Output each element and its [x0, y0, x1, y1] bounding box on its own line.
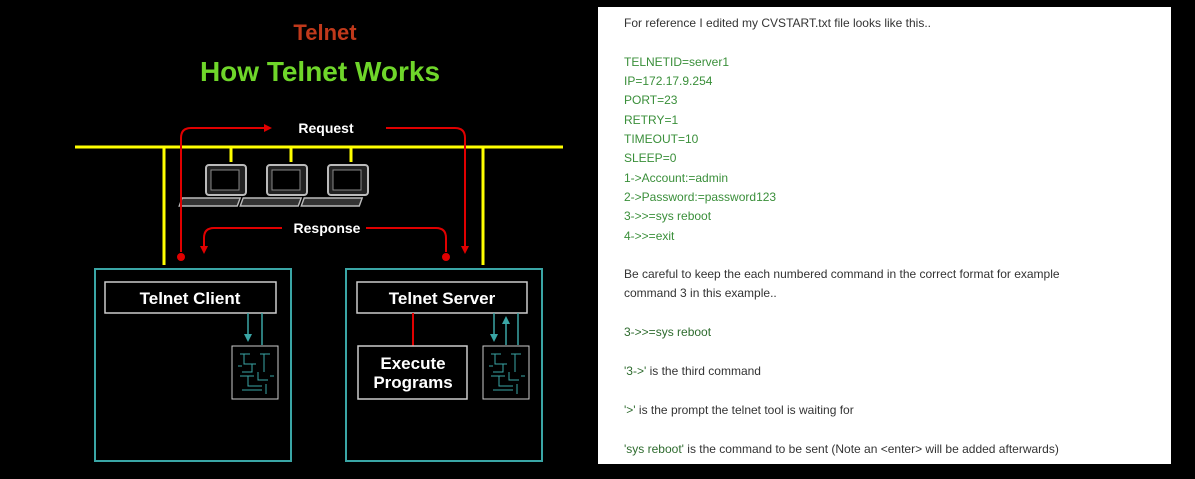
note-command-sent: 'sys reboot' is the command to be sent (…	[624, 442, 1059, 456]
response-arrow	[200, 227, 447, 254]
diagram-title: How Telnet Works	[200, 56, 440, 87]
network-bus	[75, 145, 563, 265]
config-line: TELNETID=server1	[624, 55, 730, 69]
intro-text: For reference I edited my CVSTART.txt fi…	[624, 16, 931, 30]
request-arrow	[180, 124, 469, 254]
config-line: 1->Account:=admin	[624, 171, 729, 185]
computer-terminal-icon	[300, 164, 369, 207]
note-prompt: '>' is the prompt the telnet tool is wai…	[624, 403, 854, 417]
config-line: RETRY=1	[624, 113, 679, 127]
execute-programs-box	[357, 345, 468, 400]
note-text: is the third command	[646, 364, 761, 378]
network-tree-icon	[231, 345, 279, 400]
config-line: SLEEP=0	[624, 151, 677, 165]
request-label: Request	[298, 120, 354, 136]
server-link-arrows	[490, 313, 519, 345]
config-line: IP=172.17.9.254	[624, 74, 713, 88]
note-text: is the prompt the telnet tool is waiting…	[635, 403, 854, 417]
config-line: 2->Password:=password123	[624, 190, 777, 204]
config-line: 3->>=sys reboot	[624, 209, 712, 223]
config-line: TIMEOUT=10	[624, 132, 699, 146]
example-command: 3->>=sys reboot	[624, 325, 712, 339]
request-origin-dot	[177, 253, 185, 261]
response-label: Response	[294, 220, 361, 236]
server-label: Telnet Server	[389, 289, 496, 308]
computer-terminal-icon	[178, 164, 247, 207]
config-line: PORT=23	[624, 93, 678, 107]
note-third-command: '3->' is the third command	[624, 364, 761, 378]
diagram-subtitle: Telnet	[293, 20, 357, 45]
execute-label-line2: Programs	[373, 373, 452, 392]
document-panel: For reference I edited my CVSTART.txt fi…	[598, 7, 1171, 464]
client-label-box	[104, 281, 277, 314]
client-label: Telnet Client	[140, 289, 241, 308]
note-text: is the command to be sent (Note an <ente…	[683, 442, 1059, 456]
server-label-box	[356, 281, 528, 314]
note-code: 'sys reboot'	[624, 442, 684, 456]
client-box	[94, 268, 292, 462]
note-code: '>'	[624, 403, 636, 417]
note-code: '3->'	[624, 364, 647, 378]
config-line: 4->>=exit	[624, 229, 675, 243]
careful-text-line1: Be careful to keep the each numbered com…	[624, 267, 1060, 281]
computer-terminal-icon	[239, 164, 308, 207]
client-link-arrows	[244, 313, 263, 345]
response-origin-dot	[442, 253, 450, 261]
careful-text-line2: command 3 in this example..	[624, 286, 777, 300]
telnet-diagram: Telnet How Telnet Works Request Response	[75, 20, 563, 462]
server-box	[345, 268, 543, 462]
execute-label-line1: Execute	[380, 354, 445, 373]
network-tree-icon	[482, 345, 530, 400]
